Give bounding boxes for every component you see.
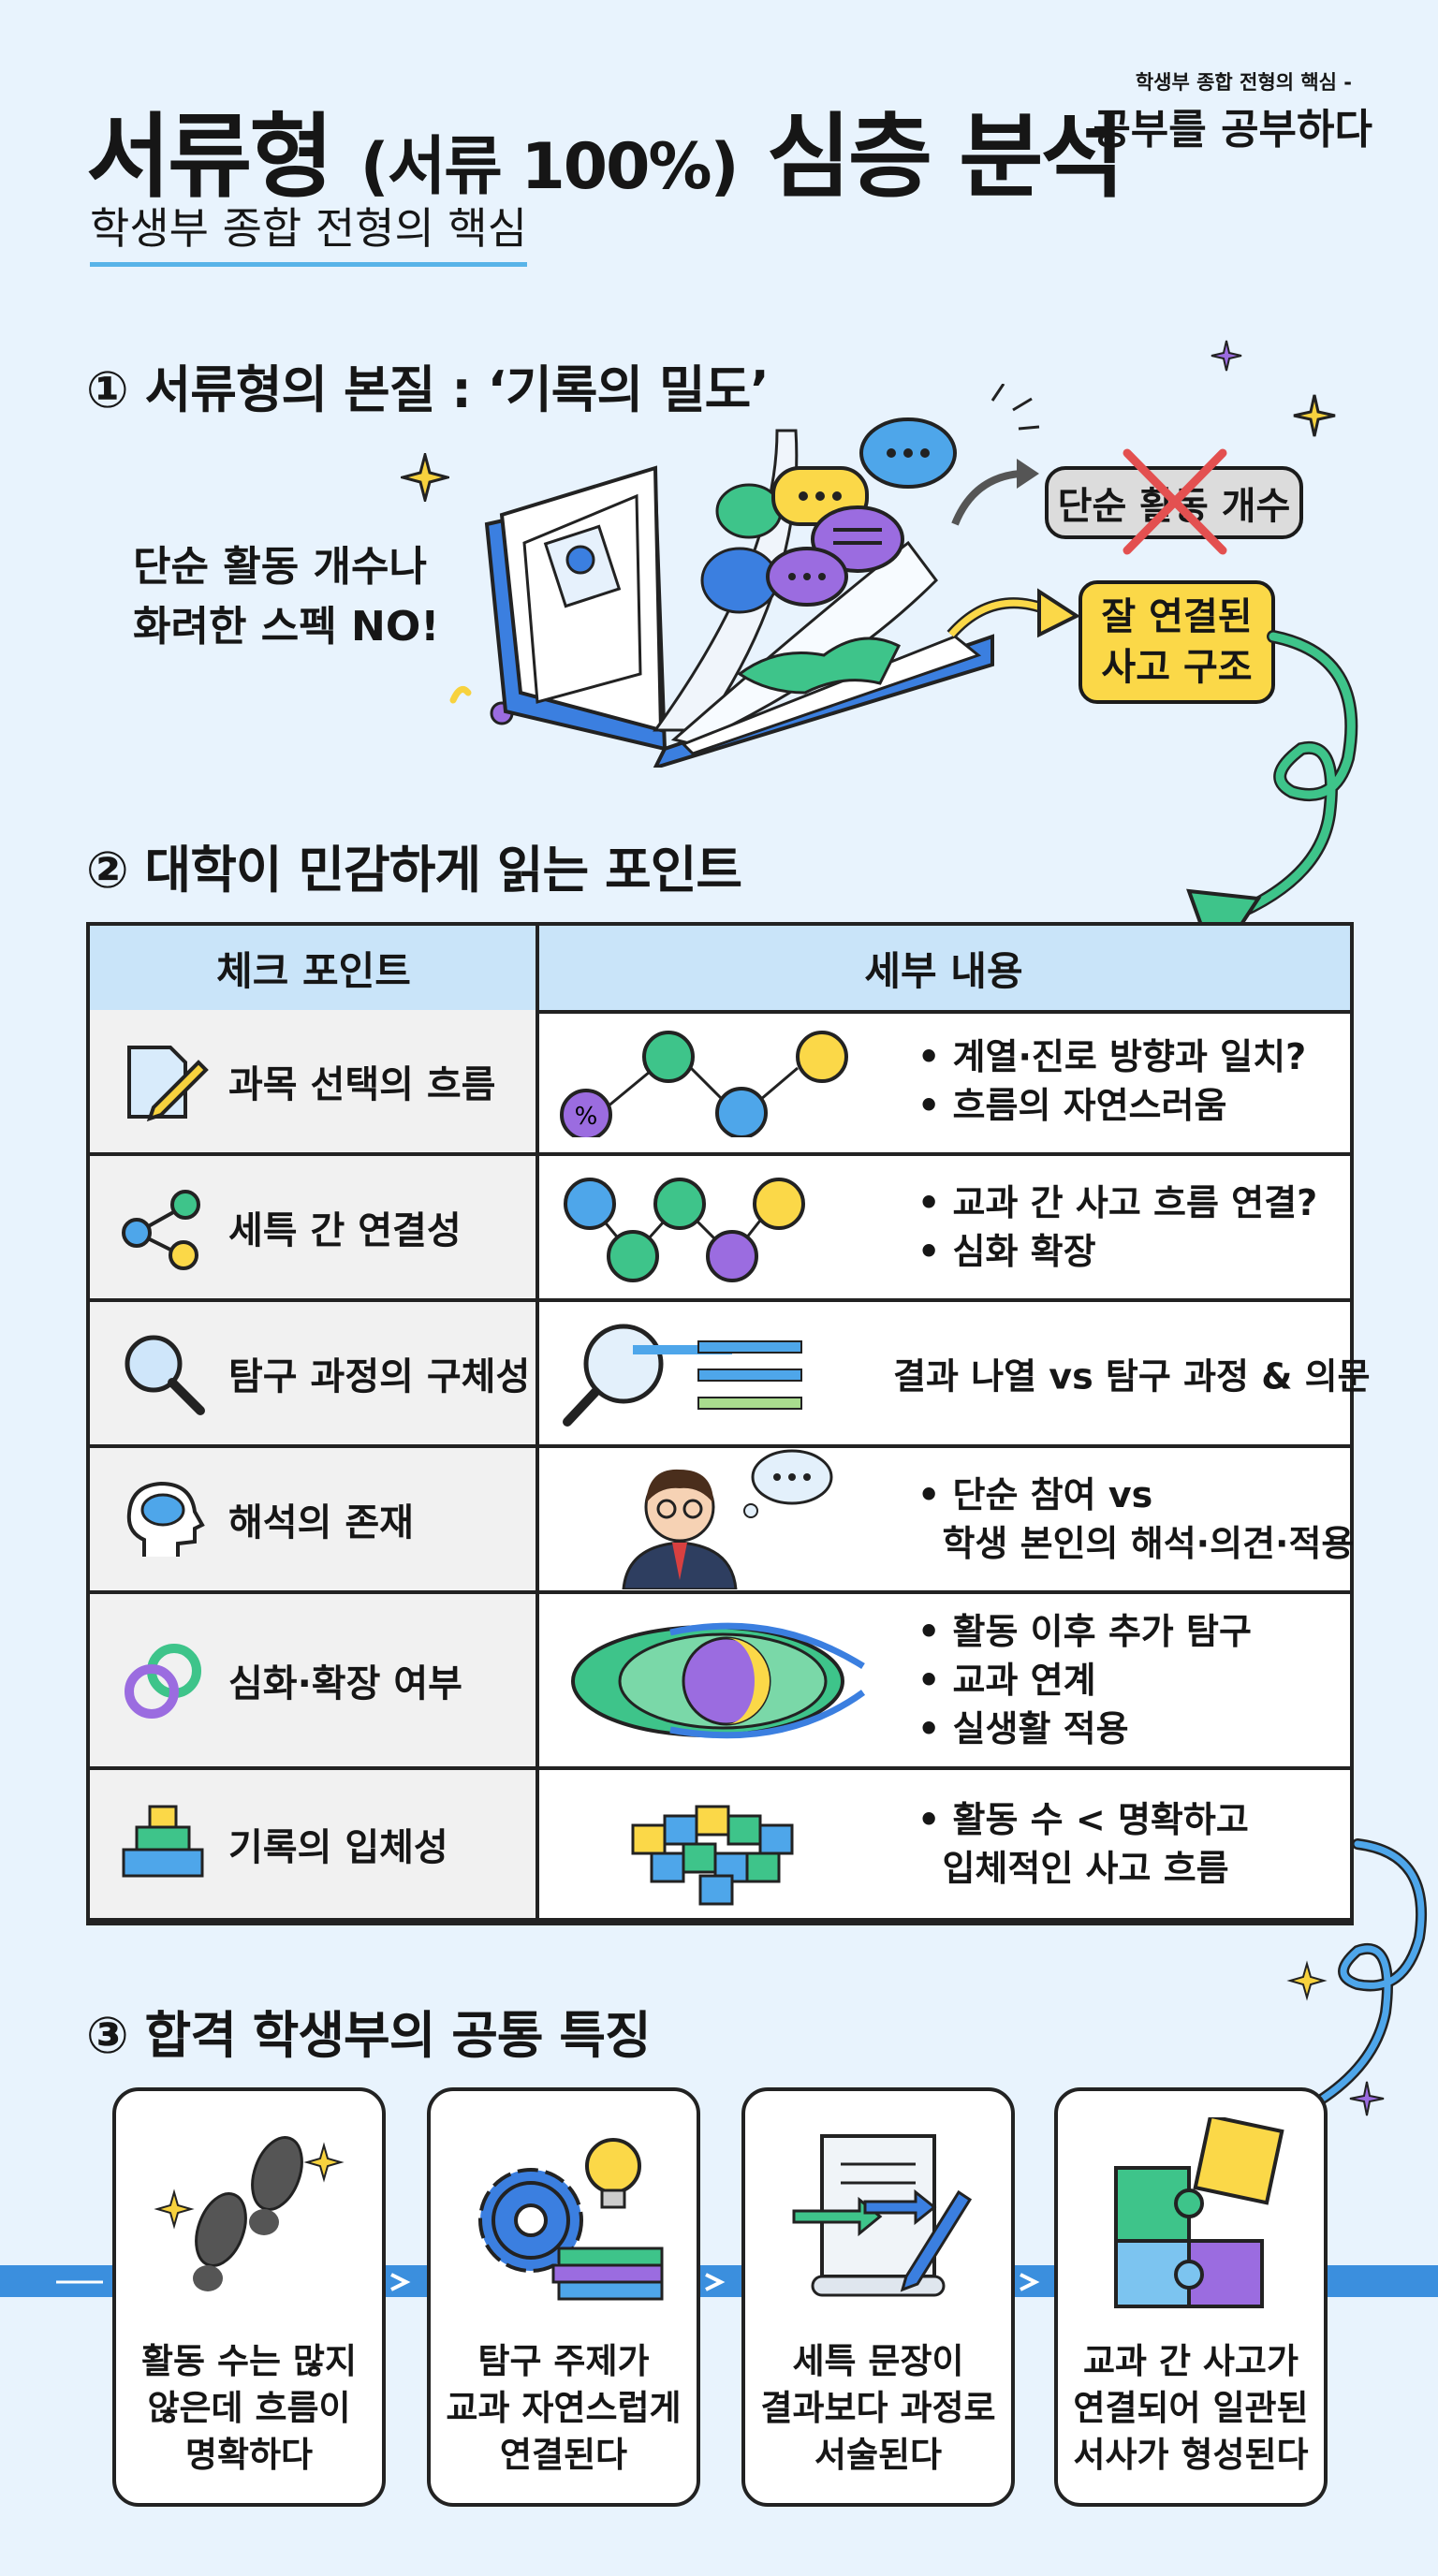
student-thinking-icon [622, 1449, 833, 1589]
table-row: 기록의 입체성 활동 수 < 명확하고 입체적인 사고 흐름 [90, 1770, 1350, 1922]
column-divider [536, 926, 539, 1922]
row-details: 활동 이후 추가 탐구 교과 연계 실생활 적용 [917, 1607, 1252, 1753]
speech-bubbles-icon [766, 417, 957, 607]
row-label: 해석의 존재 [228, 1501, 414, 1544]
detail-line: 흐름의 자연스러움 [917, 1081, 1306, 1130]
card-text: 탐구 주제가 교과 자연스럽게 연결된다 [446, 2341, 682, 2475]
table-row: 세특 간 연결성 교과 간 사고 흐름 연결? 심화 확장 [90, 1156, 1350, 1302]
row-details: 계열·진로 방향과 일치? 흐름의 자연스러움 [917, 1032, 1307, 1130]
row-details: 단순 참여 vs 학생 본인의 해석·의견·적용 [917, 1471, 1354, 1568]
detail-line: 학생 본인의 해석·의견·적용 [942, 1523, 1355, 1564]
flow-arrows-icon [56, 2273, 1040, 2291]
row-label: 기록의 입체성 [228, 1826, 448, 1869]
row-details: 활동 수 < 명확하고 입체적인 사고 흐름 [917, 1795, 1249, 1893]
feature-card: 활동 수는 많지 않은데 흐름이 명확하다 [112, 2087, 386, 2507]
table-row: 탐구 과정의 구체성 결과 나열 vs 탐구 과정 & 의문 [90, 1302, 1371, 1448]
detail-line: 심화 확장 [917, 1227, 1317, 1276]
sparkle-icon [1349, 2081, 1385, 2116]
col-header-details: 세부 내용 [864, 947, 1023, 994]
row-detail-plain: 결과 나열 vs 탐구 과정 & 의문 [893, 1355, 1371, 1398]
sparkle-icon [1211, 340, 1242, 372]
detail-line: 교과 간 사고 흐름 연결? [917, 1178, 1318, 1227]
curvy-line-icon [1286, 1838, 1428, 2112]
no-spec-text: 단순 활동 개수나 화려한 스펙 NO! [133, 537, 439, 657]
detail-line: 실생활 적용 [917, 1705, 1252, 1753]
gear-bulb-books-icon [478, 2138, 664, 2301]
title-main: 서류형 [86, 104, 333, 211]
row-label: 세특 간 연결성 [228, 1209, 462, 1252]
arrow-icon [951, 384, 1040, 526]
detail-line: 단순 참여 vs [917, 1471, 1354, 1519]
subject-network-icon [564, 1178, 805, 1282]
feature-card: 탐구 주제가 교과 자연스럽게 연결된다 [427, 2087, 700, 2507]
col-header-check-point: 체크 포인트 [216, 947, 411, 994]
page-subtitle: 학생부 종합 전형의 핵심 [90, 195, 528, 267]
table-row: 해석의 존재 단순 참여 vs 학생 본인의 해석·의견·적용 [90, 1448, 1354, 1594]
cross-icon [1123, 448, 1227, 555]
cube-cluster-icon [631, 1805, 794, 1906]
svg-text:%: % [575, 1103, 598, 1131]
magnifier-lines-icon [563, 1324, 802, 1427]
table-row: 심화·확장 여부 활동 이후 추가 탐구 교과 연계 실생활 적용 [90, 1594, 1350, 1770]
curvy-arrow-icon [1186, 630, 1358, 969]
feature-card: 세특 문장이 결과보다 과정로 서술된다 [741, 2087, 1015, 2507]
no-spec-line1: 단순 활동 개수나 [133, 543, 427, 591]
section3-title: ③ 합격 학생부의 공통 특징 [86, 2006, 652, 2065]
network-nodes-icon [122, 1190, 200, 1270]
table-header: 체크 포인트 세부 내용 [90, 926, 1350, 1014]
page-title: 서류형 (서류 100%) 심층 분석 [86, 82, 1125, 215]
arrow-icon [946, 588, 1081, 639]
detail-line: 활동 수 < 명확하고 [917, 1795, 1249, 1844]
magnifier-icon [125, 1335, 205, 1415]
section2-title: ② 대학이 민감하게 읽는 포인트 [86, 841, 742, 900]
overlapping-circles-icon [571, 1622, 866, 1739]
detail-line: 교과 연계 [917, 1656, 1252, 1705]
rings-icon [125, 1644, 201, 1719]
brand-name: 공부를 공부하다 [1093, 106, 1372, 154]
detail-line: 활동 이후 추가 탐구 [917, 1607, 1252, 1656]
card-text: 교과 간 사고가 연결되어 일관된 서사가 형성된다 [1073, 2341, 1309, 2475]
card-text: 활동 수는 많지 않은데 흐름이 명확하다 [140, 2341, 357, 2475]
table-row: 과목 선택의 흐름 % 계열·진로 방향과 일치? 흐름의 자연스러움 [90, 1010, 1350, 1156]
brand-caption: 학생부 종합 전형의 핵심 - [1135, 71, 1352, 94]
feature-card: 교과 간 사고가 연결되어 일관된 서사가 형성된다 [1054, 2087, 1328, 2507]
detail-line: 입체적인 사고 흐름 [942, 1848, 1229, 1889]
section1-title: ① 서류형의 본질 : ‘기록의 밀도’ [86, 360, 770, 419]
row-details: 교과 간 사고 흐름 연결? 심화 확장 [917, 1178, 1318, 1276]
open-book-icon [484, 429, 994, 768]
pyramid-blocks-icon [122, 1805, 204, 1878]
no-spec-line2: 화려한 스펙 NO! [133, 603, 440, 651]
highlight-pill: 잘 연결된 사고 구조 [1078, 580, 1275, 704]
detail-line: 계열·진로 방향과 일치? [917, 1032, 1307, 1081]
row-label: 탐구 과정의 구체성 [228, 1355, 531, 1398]
row-label: 심화·확장 여부 [228, 1662, 462, 1705]
card-text: 세특 문장이 결과보다 과정로 서술된다 [760, 2341, 996, 2475]
puzzle-icon [1114, 2117, 1284, 2308]
subject-flow-icon: % [560, 1031, 848, 1137]
row-label: 과목 선택의 흐름 [228, 1063, 496, 1106]
sparkle-icon [401, 453, 449, 502]
pencil-paper-icon [127, 1046, 209, 1122]
title-paren: (서류 100%) [360, 130, 740, 204]
head-brain-icon [126, 1481, 205, 1557]
title-tail: 심층 분석 [766, 104, 1125, 211]
sparkle-icon [1293, 394, 1336, 437]
check-point-table: 체크 포인트 세부 내용 과목 선택의 흐름 % 계열·진로 방향과 일치? 흐… [86, 922, 1371, 1925]
footprints-icon [154, 2136, 345, 2291]
scroll-pen-icon [792, 2134, 973, 2297]
